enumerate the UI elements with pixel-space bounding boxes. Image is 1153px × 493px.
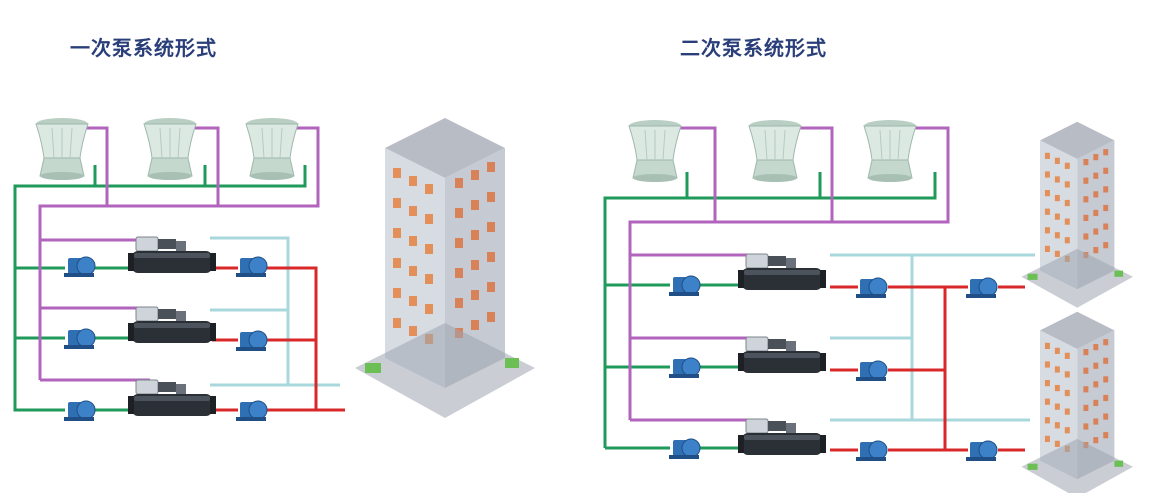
pump-icon <box>63 400 96 422</box>
cooling-tower-icon <box>628 119 682 183</box>
building-icon <box>1021 121 1133 308</box>
building-icon <box>1021 311 1133 493</box>
cooling-tower-icon <box>748 119 802 183</box>
pump-icon <box>63 256 96 278</box>
right-cooling-supply-pipes <box>603 172 937 450</box>
pump-icon <box>965 440 998 462</box>
cooling-tower-icon <box>245 117 299 181</box>
left-panel-title: 一次泵系统形式 <box>70 36 217 60</box>
chiller-icon <box>127 379 217 417</box>
left-chilled-supply-pipes <box>212 266 345 412</box>
right-system <box>603 119 1133 493</box>
pump-icon <box>668 438 701 460</box>
left-cooling-supply-pipes <box>13 165 307 412</box>
pump-icon <box>668 357 701 379</box>
building-icon <box>355 118 535 418</box>
chiller-icon <box>737 418 827 456</box>
pump-icon <box>668 275 701 297</box>
right-chilled-supply-pipes <box>830 285 1025 452</box>
pump-icon <box>855 277 888 299</box>
cooling-tower-icon <box>35 117 89 181</box>
pump-icon <box>235 256 268 278</box>
left-chilled-return-pipes <box>210 236 340 387</box>
chiller-icon <box>737 253 827 291</box>
cooling-tower-icon <box>863 119 917 183</box>
pump-icon <box>855 360 888 382</box>
pump-icon <box>63 328 96 350</box>
left-system <box>13 117 535 422</box>
pump-icon <box>235 400 268 422</box>
left-cooling-return-pipes <box>38 126 320 382</box>
pump-icon <box>235 330 268 352</box>
chiller-icon <box>127 306 217 344</box>
right-panel-title: 二次泵系统形式 <box>680 36 827 60</box>
right-chilled-return-pipes <box>830 253 1035 422</box>
chiller-icon <box>127 236 217 274</box>
cooling-tower-icon <box>143 117 197 181</box>
right-cooling-return-pipes <box>628 126 950 422</box>
pump-icon <box>965 277 998 299</box>
pump-icon <box>855 440 888 462</box>
chiller-icon <box>737 336 827 374</box>
